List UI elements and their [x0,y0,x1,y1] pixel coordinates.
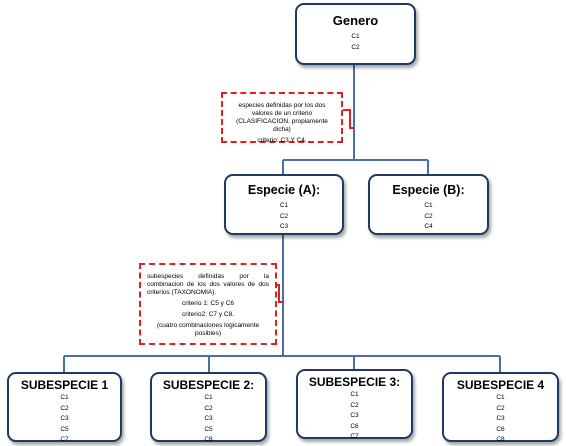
especie-a-item: C2 [279,212,289,220]
subespecie-4-item: C6 [496,425,505,433]
subespecie-2-item: C1 [204,394,213,401]
genero-title: Genero [332,13,379,28]
note-top-bracket [342,109,354,129]
note-bottom-line: posibles) [194,330,221,337]
especie-b-title: Especie (B): [392,183,465,197]
genero-item: C2 [351,43,360,51]
subespecie-4-item: C1 [496,394,505,401]
subespecie-3-item: C1 [350,391,359,398]
subespecie-3-item: C6 [350,422,359,430]
note-top: especies definidas por los dos valores d… [221,92,343,144]
subespecie-1-item: C2 [60,404,69,412]
note-top-line: valores de un criterio [251,110,313,117]
subespecie-1-box: SUBESPECIE 1 C1 C2 C3 C5 C7 [7,372,122,443]
subespecie-2-box: SUBESPECIE 2: C1 C2 C3 C5 C8 [150,372,267,443]
especie-b-item: C4 [424,223,433,230]
subespecie-2-item: C5 [204,425,213,433]
subespecie-1-item: C1 [60,394,69,401]
especie-b-box: Especie (B): C1 C2 C4 [368,174,489,235]
subespecie-2-item: C3 [204,415,213,422]
subespecie-1-title: SUBESPECIE 1 [20,378,109,392]
note-bottom: subespecies definidas por la combinacion… [139,263,277,345]
note-top-line: especies definidas por los dos [238,102,326,109]
subespecie-4-title: SUBESPECIE 4 [456,378,545,392]
genero-box: Genero C1 C2 [295,3,416,65]
especie-a-item: C1 [279,202,289,209]
subespecie-4-item: C8 [496,436,505,443]
note-top-line: criterio: C3 Y C4. [257,137,307,144]
especie-b-item: C1 [424,202,433,209]
subespecie-4-box: SUBESPECIE 4 C1 C2 C3 C6 C8 [442,372,559,443]
note-bottom-bracket [277,284,283,303]
especie-a-item: C3 [279,223,289,230]
subespecie-2-title: SUBESPECIE 2: [162,378,255,392]
note-top-line: (CLASIFICACION, propiamente dicha) [236,118,328,133]
especie-a-box: Especie (A): C1 C2 C3 [224,174,344,235]
subespecie-2-item: C2 [204,404,213,412]
especie-b-item: C2 [424,212,433,220]
subespecie-4-item: C2 [496,404,505,412]
note-bottom-line: subespecies definidas por la [147,273,269,280]
genero-item: C1 [351,33,360,40]
subespecie-1-item: C3 [60,415,69,422]
subespecie-3-box: SUBESPECIE 3: C1 C2 C3 C6 C7 [296,369,413,440]
subespecie-3-title: SUBESPECIE 3: [308,375,401,389]
subespecie-3-item: C2 [350,401,359,409]
subespecie-2-item: C8 [204,436,213,443]
note-bottom-line: criterios (TAXONOMIA). [147,289,217,296]
note-bottom-line: (cuatro combinaciones logicamente [156,322,260,329]
subespecie-4-item: C3 [496,415,505,422]
note-bottom-line: combinacion de los dos valores de dos [147,281,269,288]
especie-a-title: Especie (A): [247,183,321,197]
note-bottom-line: criterio 1: C5 y C6 [181,300,235,307]
subespecie-1-item: C5 [60,425,69,433]
note-bottom-line: criterio2: C7 y C8. [181,311,235,318]
subespecie-1-item: C7 [60,436,69,443]
subespecie-3-item: C3 [350,412,359,419]
subespecie-3-item: C7 [350,433,359,440]
